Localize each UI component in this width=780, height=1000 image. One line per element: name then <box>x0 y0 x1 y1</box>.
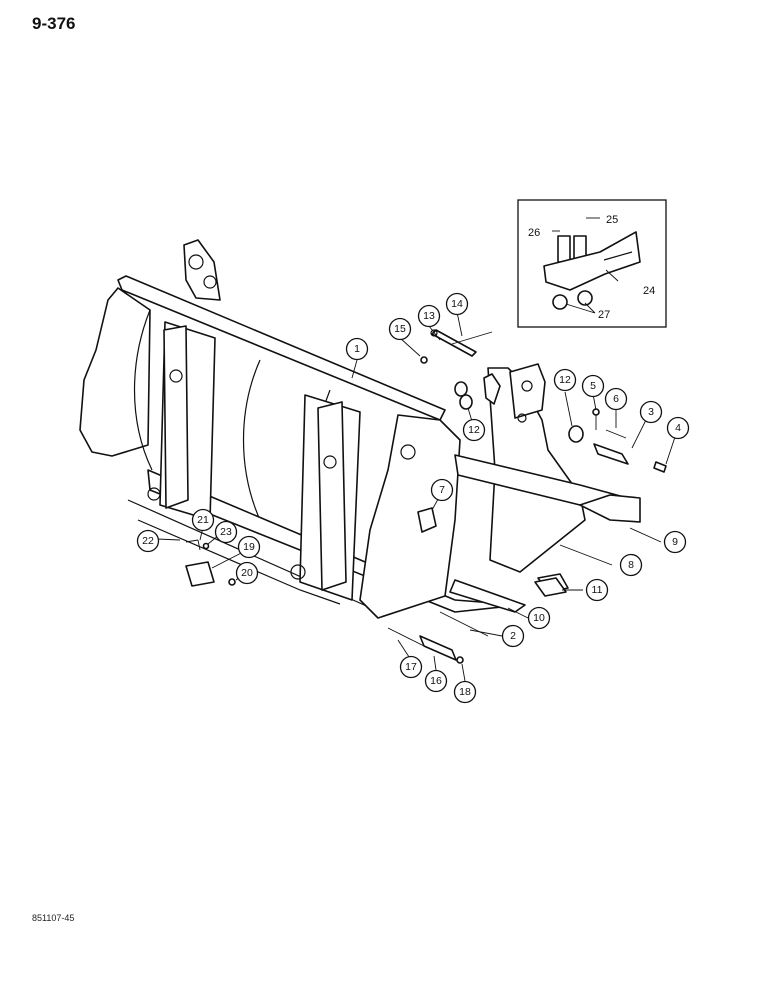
callout-4: 4 <box>666 416 690 440</box>
label-27: 27 <box>598 309 610 321</box>
callout-18: 18 <box>453 680 477 704</box>
callout-19-number: 19 <box>243 541 255 553</box>
callout-12-right: 12 <box>553 368 577 392</box>
callout-5-number: 5 <box>590 380 596 392</box>
callout-5: 5 <box>581 374 605 398</box>
callout-22: 22 <box>136 529 160 553</box>
callout-21: 21 <box>191 508 215 532</box>
callout-19: 19 <box>237 535 261 559</box>
hardware <box>185 329 667 664</box>
callout-7-number: 7 <box>439 484 445 496</box>
callout-22-number: 22 <box>142 535 154 547</box>
callout-16: 16 <box>424 669 448 693</box>
callout-20-number: 20 <box>241 567 253 579</box>
callout-23-number: 23 <box>220 526 232 538</box>
callout-12-left: 12 <box>462 418 486 442</box>
callout-17-number: 17 <box>405 661 417 673</box>
callout-10: 10 <box>527 606 551 630</box>
leader-lines <box>156 217 679 682</box>
callout-3-number: 3 <box>648 406 654 418</box>
callout-12-left-number: 12 <box>468 424 480 436</box>
callout-12-right-number: 12 <box>559 374 571 386</box>
callout-6-number: 6 <box>613 393 619 405</box>
tooth-detail-inset <box>517 199 667 328</box>
callout-1-number: 1 <box>354 343 360 355</box>
label-25: 25 <box>606 214 618 226</box>
callout-7: 7 <box>430 478 454 502</box>
callout-9: 9 <box>663 530 687 554</box>
callout-8-number: 8 <box>628 559 634 571</box>
callout-10-number: 10 <box>533 612 545 624</box>
label-24: 24 <box>643 285 655 297</box>
callout-3: 3 <box>639 400 663 424</box>
callout-6: 6 <box>604 387 628 411</box>
callout-21-number: 21 <box>197 514 209 526</box>
callout-8: 8 <box>619 553 643 577</box>
side-bracket-assembly <box>454 363 641 593</box>
bucket-assembly <box>79 239 526 619</box>
callout-13: 13 <box>417 304 441 328</box>
footer-code: 851107-45 <box>32 913 75 923</box>
callout-17: 17 <box>399 655 423 679</box>
callout-9-number: 9 <box>672 536 678 548</box>
callout-13-number: 13 <box>423 310 435 322</box>
page-number: 9-376 <box>32 14 76 33</box>
callout-15: 15 <box>388 317 412 341</box>
callout-20: 20 <box>235 561 259 585</box>
callout-2-number: 2 <box>510 630 516 642</box>
callout-14-number: 14 <box>451 298 463 310</box>
callout-2: 2 <box>501 624 525 648</box>
callout-11: 11 <box>585 578 609 602</box>
callout-4-number: 4 <box>675 422 681 434</box>
callout-23: 23 <box>214 520 238 544</box>
callout-15-number: 15 <box>394 323 406 335</box>
callout-14: 14 <box>445 292 469 316</box>
callout-16-number: 16 <box>430 675 442 687</box>
callout-18-number: 18 <box>459 686 471 698</box>
callout-11-number: 11 <box>592 584 603 596</box>
label-26: 26 <box>528 227 540 239</box>
callout-1: 1 <box>345 337 369 361</box>
